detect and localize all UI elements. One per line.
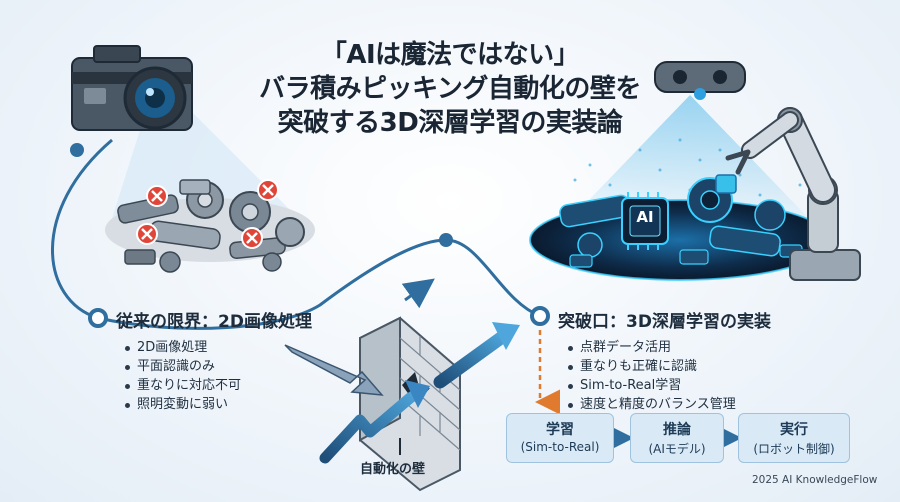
robot-arm-icon (715, 107, 861, 281)
journey-path (51, 138, 550, 330)
path-node (530, 306, 550, 326)
left-bullet-list: 2D画像処理 平面認識のみ 重なりに対応不可 照明変動に弱い (123, 338, 241, 414)
list-item: 速度と精度のバランス管理 (566, 395, 736, 414)
flow-step-title: 推論 (663, 422, 691, 438)
left-section-heading: 従来の限界：2D画像処理 (116, 312, 312, 332)
flow-step-title: 実行 (780, 422, 808, 438)
title-line-1: 「AIは魔法ではない」 (320, 40, 580, 70)
right-section-heading: 突破口：3D深層学習の実装 (558, 312, 771, 332)
title-line-2: バラ積みピッキング自動化の壁を (259, 74, 641, 104)
path-node (439, 233, 453, 247)
wall-label: 自動化の壁 (360, 462, 426, 477)
flow-step-subtitle: (ロボット制御) (753, 442, 835, 456)
error-mark-icon (241, 227, 263, 249)
parts-pile-illustration (105, 179, 315, 273)
flow-step-title: 学習 (546, 422, 574, 438)
error-mark-icon (257, 179, 279, 201)
title-line-3: 突破する3D深層学習の実装論 (277, 108, 623, 138)
page-title: 「AIは魔法ではない」 バラ積みピッキング自動化の壁を 突破する3D深層学習の実… (250, 38, 650, 140)
flow-step-subtitle: (AIモデル) (648, 442, 706, 456)
error-mark-icon (146, 185, 168, 207)
path-node (70, 143, 84, 157)
flow-step-subtitle: (Sim-to-Real) (520, 440, 600, 454)
list-item: 照明変動に弱い (123, 395, 241, 414)
ai-chip-icon (621, 192, 669, 250)
list-item: 重なりに対応不可 (123, 376, 241, 395)
path-node (88, 308, 108, 328)
right-bullet-list: 点群データ活用 重なりも正確に認識 Sim-to-Real学習 速度と精度のバラ… (566, 338, 736, 414)
ai-chip-label: AI (636, 208, 654, 226)
list-item: 2D画像処理 (123, 338, 241, 357)
flow-step-inference: 推論 (AIモデル) (630, 413, 724, 463)
flow-step-learning: 学習 (Sim-to-Real) (506, 413, 614, 463)
error-mark-icon (136, 223, 158, 245)
credit-text: 2025 AI KnowledgeFlow (752, 474, 878, 486)
flow-step-execution: 実行 (ロボット制御) (738, 413, 850, 463)
list-item: 平面認識のみ (123, 357, 241, 376)
broken-arrow-icon (284, 322, 520, 464)
list-item: 重なりも正確に認識 (566, 357, 736, 376)
list-item: Sim-to-Real学習 (566, 376, 736, 395)
list-item: 点群データ活用 (566, 338, 736, 357)
